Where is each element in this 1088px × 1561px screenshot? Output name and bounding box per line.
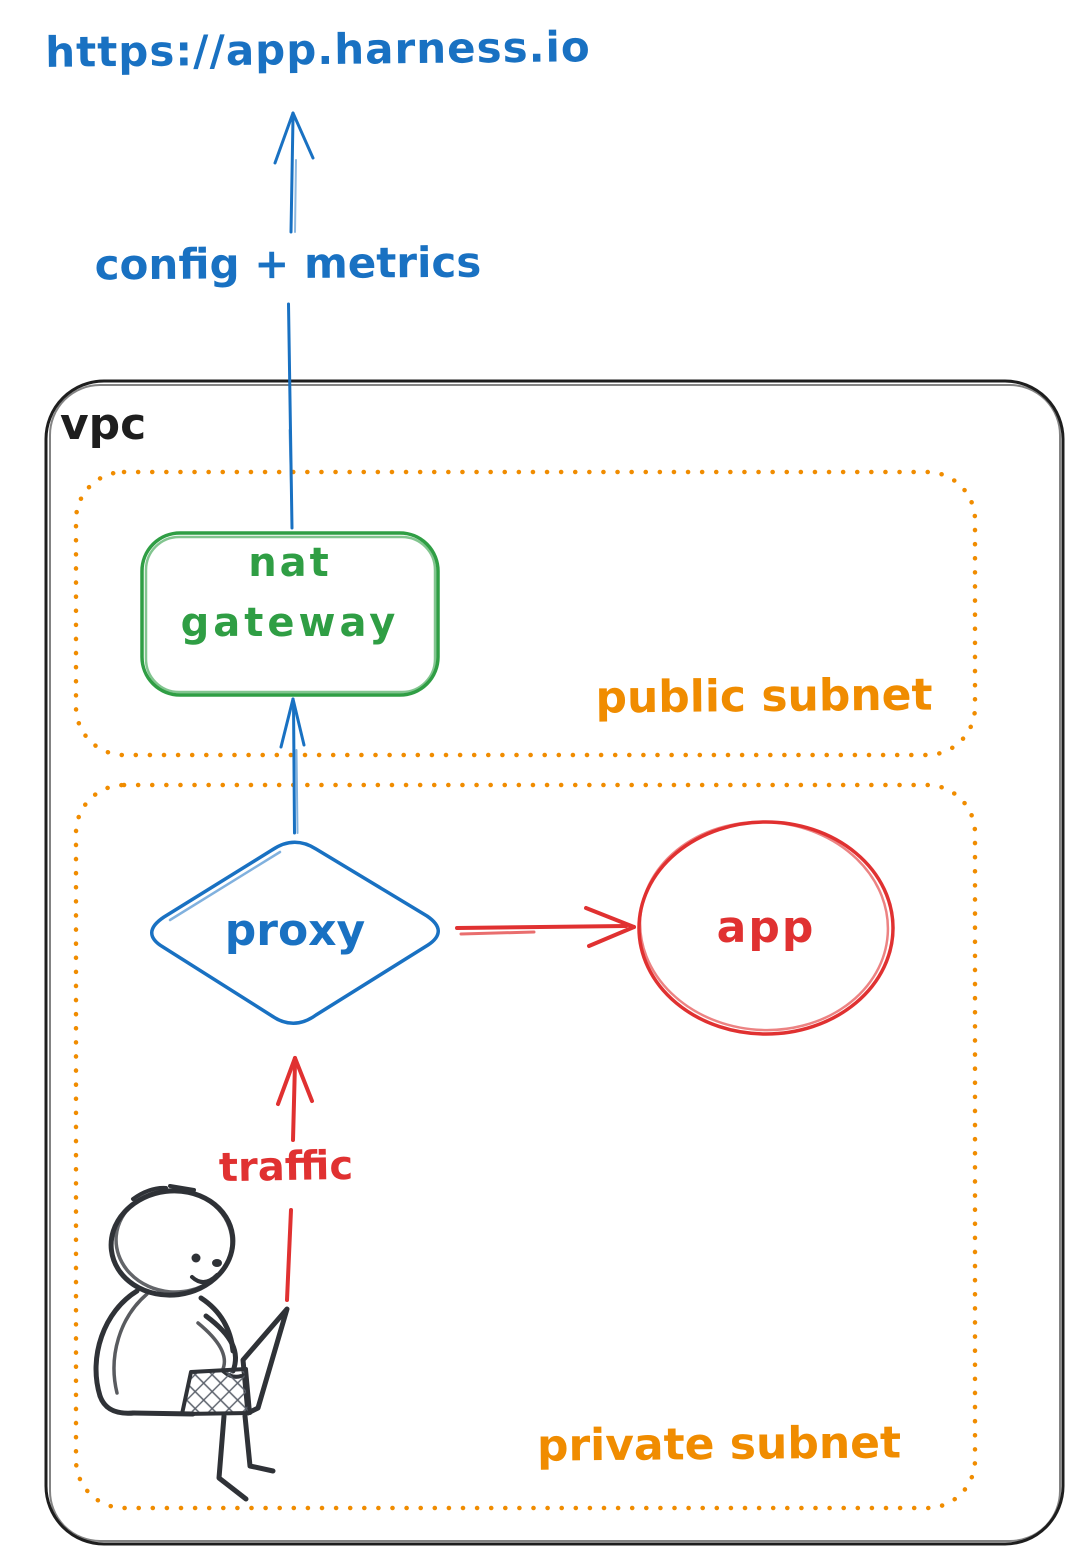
nat-gateway-label: nat gateway xyxy=(142,540,438,646)
proxy-label: proxy xyxy=(224,905,366,956)
nat-gateway-label-line2: gateway xyxy=(180,600,400,646)
public-subnet-label: public subnet xyxy=(595,669,933,724)
hair-icon xyxy=(131,1185,168,1201)
public-subnet-border xyxy=(73,469,978,758)
leg-icon xyxy=(216,1413,249,1502)
url-label: https://app.harness.io xyxy=(44,22,592,77)
leg-icon xyxy=(242,1413,276,1474)
proxy-diamond xyxy=(150,840,440,1025)
smile-icon xyxy=(190,1273,219,1284)
vpc-label: vpc xyxy=(60,399,147,450)
traffic-arrow xyxy=(276,1056,314,1302)
config-metrics-arrow xyxy=(273,111,315,530)
person-doodle xyxy=(93,1184,290,1502)
eye-icon xyxy=(212,1259,222,1267)
app-label: app xyxy=(716,902,816,953)
config-metrics-label: config + metrics xyxy=(94,237,482,290)
app-circle xyxy=(637,820,895,1036)
laptop-icon xyxy=(180,1306,290,1416)
eye-icon xyxy=(191,1253,201,1263)
proxy-to-nat-arrow xyxy=(279,697,306,835)
vpc-border xyxy=(44,379,1065,1546)
nat-gateway-box xyxy=(140,531,440,697)
private-subnet-label: private subnet xyxy=(536,1417,902,1472)
proxy-to-app-arrow xyxy=(455,906,636,948)
traffic-label: traffic xyxy=(218,1142,354,1192)
nat-gateway-label-line1: nat xyxy=(248,540,332,586)
